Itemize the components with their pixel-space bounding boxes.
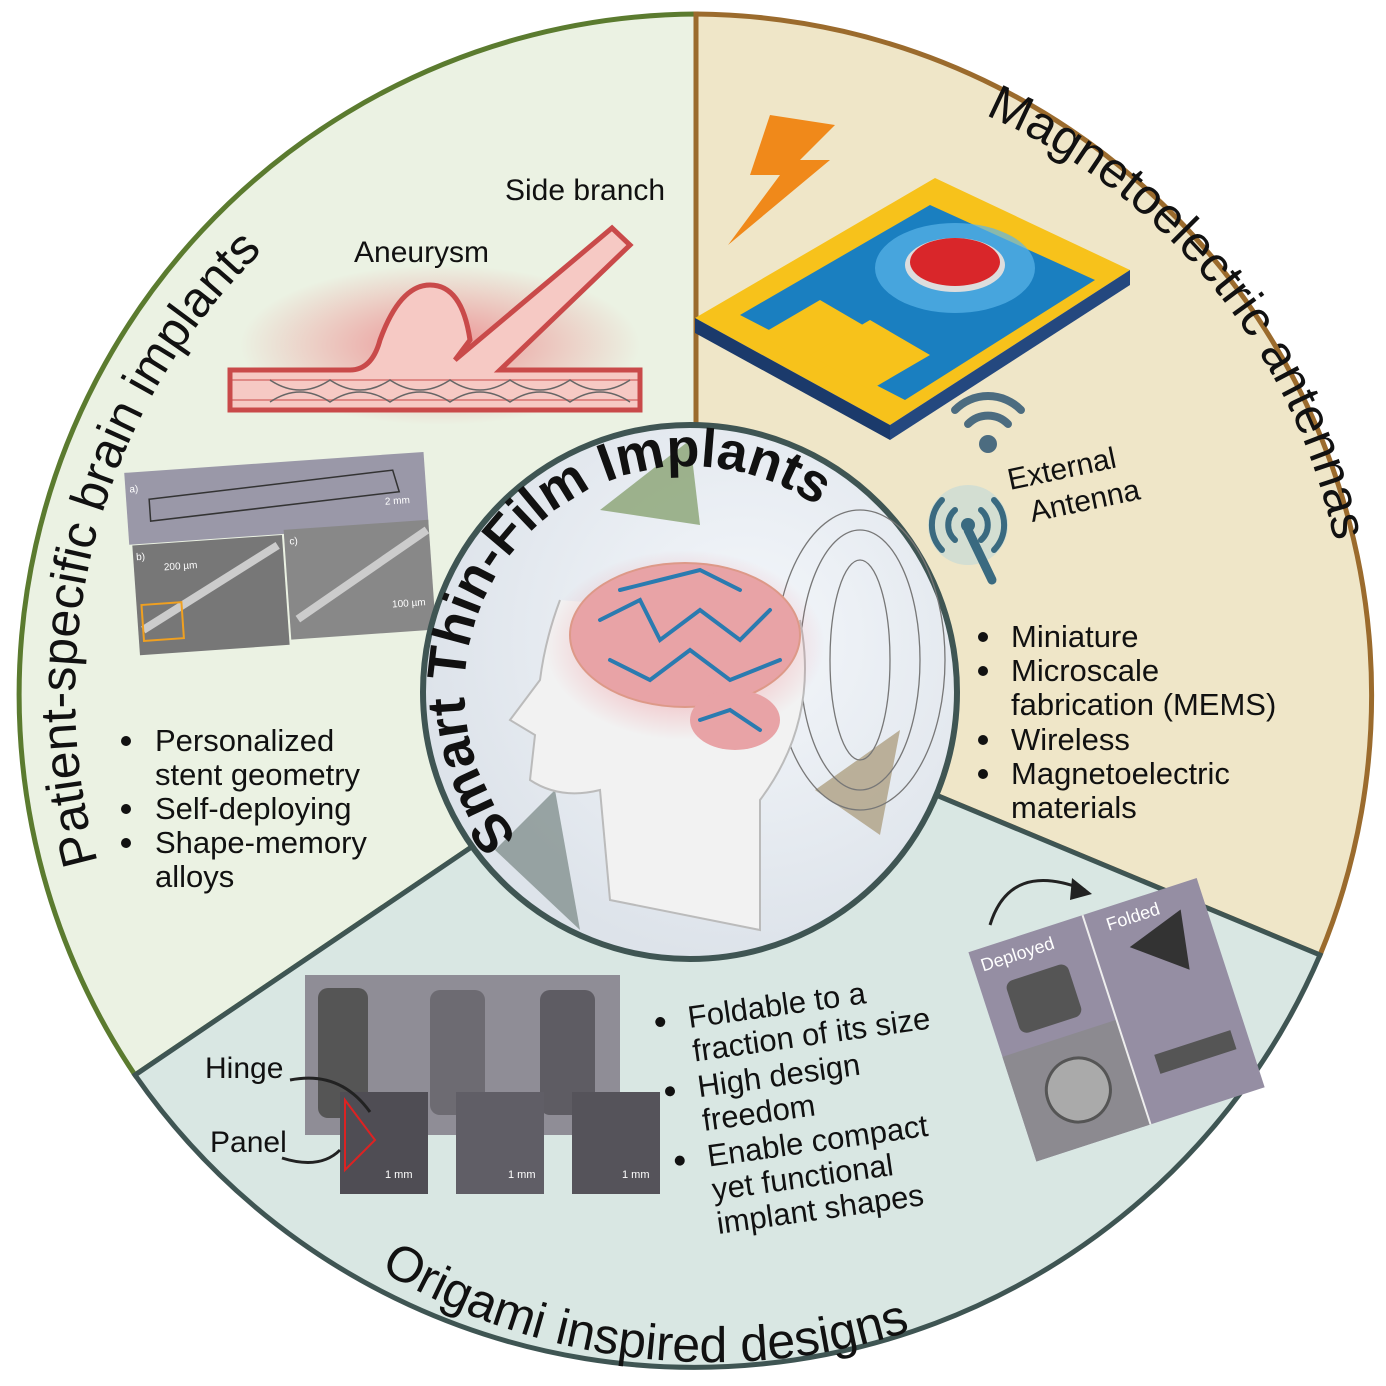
scale-label: 1 mm (622, 1169, 650, 1181)
side-branch-label: Side branch (505, 174, 665, 207)
bullet-text: alloys (155, 859, 234, 894)
sem-scale-c: 100 µm (392, 597, 426, 610)
bullet-text: stent geometry (155, 757, 361, 792)
aneurysm-label: Aneurysm (354, 236, 489, 269)
sem-images: a) b) c) 2 mm 200 µm 100 µm (124, 451, 436, 656)
sem-scale-b: 200 µm (164, 560, 198, 573)
bullet-text: fabrication (MEMS) (1011, 687, 1276, 722)
external-antenna-icon (928, 485, 1008, 585)
vessel-stent-illustration: Aneurysm Side branch (227, 174, 665, 425)
hinge-arrow (289, 1076, 372, 1113)
panel-label: Panel (210, 1126, 287, 1159)
antenna-bullets: Miniature Microscale fabrication (MEMS) … (978, 619, 1276, 825)
bullet-text: materials (1011, 790, 1137, 825)
scale-label: 1 mm (508, 1169, 536, 1181)
hinge-label: Hinge (205, 1052, 283, 1085)
panel-arrow (281, 1148, 342, 1164)
sem-scale-a: 2 mm (385, 495, 411, 508)
brain-icon (569, 562, 801, 708)
bullet-text: Wireless (1011, 722, 1130, 757)
origami-stent-photos: 1 mm 1 mm 1 mm Hinge Panel (205, 975, 660, 1194)
bullet-text: Magnetoelectric (1011, 756, 1230, 791)
deployed-folded-photos: Deployed Folded (968, 878, 1265, 1162)
brain-bullets: Personalized stent geometry Self-deployi… (121, 723, 367, 894)
arrow-head (1070, 878, 1092, 900)
lightning-icon (728, 115, 835, 245)
sem-panel-b-label: b) (136, 552, 146, 564)
sem-panel-a-label: a) (129, 484, 139, 496)
origami-sector (131, 692, 1324, 1370)
bullet-text: Miniature (1011, 619, 1139, 654)
bullet-text: Personalized (155, 723, 334, 758)
sem-panel-c-label: c) (289, 536, 298, 548)
center-circle: Smart Thin-Film Implants (416, 418, 960, 962)
fold-arrow (988, 879, 1086, 926)
me-antenna-device (695, 115, 1130, 440)
bullet-text: Microscale (1011, 653, 1159, 688)
scale-label: 1 mm (385, 1169, 413, 1181)
bullet-text: Shape-memory (155, 825, 367, 860)
bullet-text: Self-deploying (155, 791, 351, 826)
wifi-icon (951, 392, 1025, 453)
